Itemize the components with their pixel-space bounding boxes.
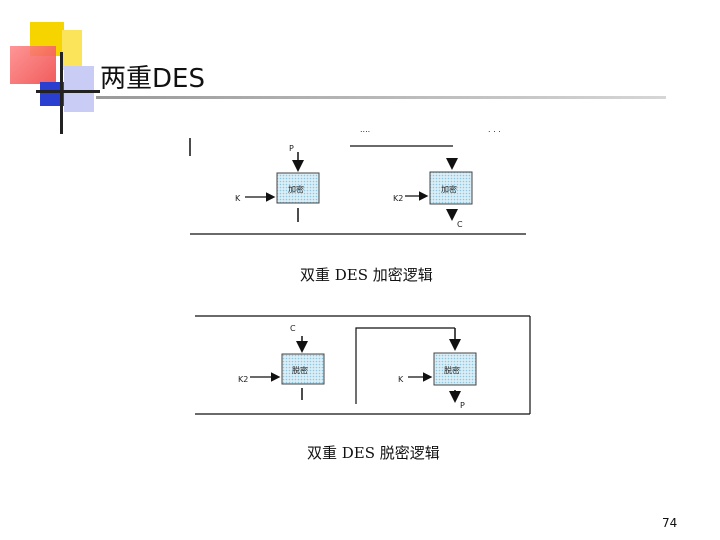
deco-vline: [60, 52, 63, 134]
dec-output-label: P: [460, 401, 465, 410]
decryption-diagram: C 脱密 K2 脱密 K P: [195, 315, 531, 415]
dec-bridge-line: [355, 327, 455, 404]
dec-key2-label: K: [398, 375, 404, 384]
enc-box-2-label: 加密: [441, 184, 457, 194]
enc-output-label: C: [457, 220, 463, 229]
deco-yellow-square-2: [62, 30, 82, 70]
enc-box-1-label: 加密: [288, 184, 304, 194]
dec-box-2: [433, 352, 477, 386]
page-title: 两重DES: [100, 64, 205, 94]
title-divider: [96, 96, 666, 99]
dec-box-2-label: 脱密: [444, 365, 460, 375]
page-number: 74: [662, 516, 678, 530]
dec-input-label: C: [290, 324, 296, 333]
dec-key1-label: K2: [238, 375, 248, 384]
deco-hline: [36, 90, 100, 93]
logo-deco: [0, 0, 110, 140]
enc-key2-label: K2: [393, 194, 403, 203]
enc-dots-right: . . .: [488, 125, 501, 134]
enc-dots-left: ....: [360, 125, 370, 134]
decryption-caption: 双重 DES 脱密逻辑: [307, 444, 440, 462]
dec-box-1: [281, 353, 325, 385]
enc-box-2: [429, 171, 473, 205]
encryption-diagram: .... . . . P 加密 K 加密 K2 C: [189, 125, 526, 235]
deco-red-square: [10, 46, 56, 84]
deco-blue-tint: [64, 66, 94, 112]
enc-key1-label: K: [235, 194, 241, 203]
encryption-caption: 双重 DES 加密逻辑: [300, 266, 433, 284]
dec-box-1-label: 脱密: [292, 365, 308, 375]
enc-input-label: P: [289, 144, 294, 153]
enc-box-1: [276, 172, 320, 204]
